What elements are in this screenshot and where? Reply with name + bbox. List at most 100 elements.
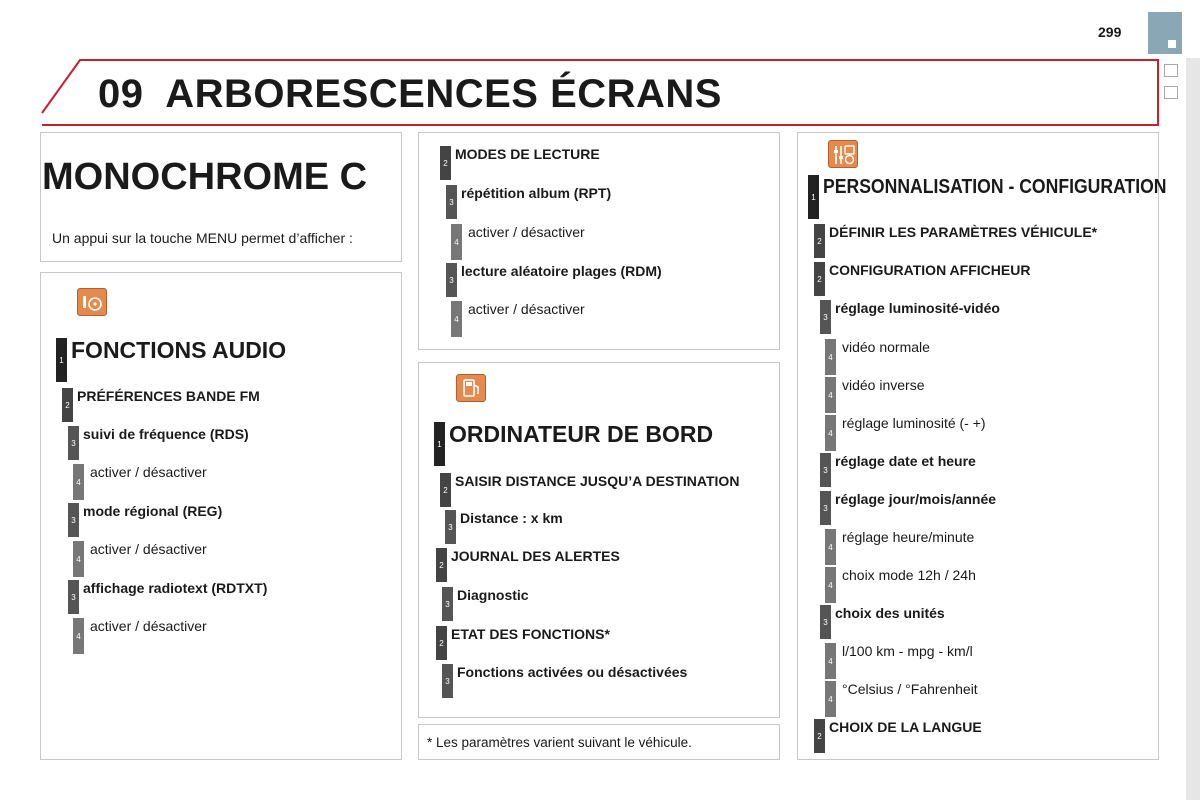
menu-item-label: réglage jour/mois/année bbox=[835, 491, 997, 507]
level-4-badge: 4 bbox=[73, 541, 84, 577]
level-3-badge: 3 bbox=[820, 300, 831, 334]
level-4-badge: 4 bbox=[73, 618, 84, 654]
level-1-badge: 1 bbox=[56, 338, 67, 382]
level-4-badge: 4 bbox=[73, 464, 84, 500]
level-2-badge: 2 bbox=[814, 719, 825, 753]
menu-item-label: activer / désactiver bbox=[90, 541, 207, 557]
menu-item-label: activer / désactiver bbox=[90, 618, 207, 634]
menu-item-label: choix mode 12h / 24h bbox=[842, 567, 976, 583]
audio-menu-item-level-4: 4 activer / désactiver bbox=[73, 618, 207, 654]
level-3-badge: 3 bbox=[446, 263, 457, 297]
menu-item-label: activer / désactiver bbox=[468, 224, 585, 240]
level-4-badge: 4 bbox=[825, 567, 836, 603]
level-2-badge: 2 bbox=[814, 262, 825, 296]
level-4-badge: 4 bbox=[825, 339, 836, 375]
level-2-badge: 2 bbox=[436, 626, 447, 660]
level-3-badge: 3 bbox=[68, 426, 79, 460]
level-2-badge: 2 bbox=[440, 473, 451, 507]
level-4-badge: 4 bbox=[451, 224, 462, 260]
monochrome-panel bbox=[40, 132, 402, 262]
level-3-badge: 3 bbox=[442, 664, 453, 698]
menu-item-label: réglage date et heure bbox=[835, 453, 976, 469]
reading-modes-panel bbox=[418, 132, 780, 350]
menu-item-label: CONFIGURATION AFFICHEUR bbox=[829, 262, 1031, 278]
level-1-badge: 1 bbox=[434, 422, 445, 466]
level-2-badge: 2 bbox=[814, 224, 825, 258]
reading-menu-item-level-4: 4 activer / désactiver bbox=[451, 301, 585, 337]
scrollbar[interactable] bbox=[1186, 58, 1200, 800]
intro-text: Un appui sur la touche MENU permet d’aff… bbox=[52, 230, 353, 246]
audio-menu-item-level-4: 4 activer / désactiver bbox=[73, 464, 207, 500]
audio-panel bbox=[40, 272, 402, 760]
menu-item-label: ORDINATEUR DE BORD bbox=[449, 421, 714, 447]
level-4-badge: 4 bbox=[825, 643, 836, 679]
menu-item-label: PRÉFÉRENCES BANDE FM bbox=[77, 388, 260, 404]
menu-item-label: répétition album (RPT) bbox=[461, 185, 612, 201]
settings-panel bbox=[797, 132, 1159, 760]
audio-menu-item-level-4: 4 activer / désactiver bbox=[73, 541, 207, 577]
level-2-badge: 2 bbox=[440, 146, 451, 180]
settings-menu-item-level-4: 4 choix mode 12h / 24h bbox=[825, 567, 976, 603]
level-2-badge: 2 bbox=[62, 388, 73, 422]
menu-item-label: JOURNAL DES ALERTES bbox=[451, 548, 620, 564]
menu-item-label: CHOIX DE LA LANGUE bbox=[829, 719, 982, 735]
title-frame bbox=[41, 59, 1159, 126]
menu-item-label: FONCTIONS AUDIO bbox=[71, 337, 287, 363]
menu-item-label: activer / désactiver bbox=[468, 301, 585, 317]
menu-item-label: activer / désactiver bbox=[90, 464, 207, 480]
fuel-pump-icon bbox=[456, 374, 486, 402]
menu-item-label: réglage luminosité-vidéo bbox=[835, 300, 1000, 316]
footnote: * Les paramètres varient suivant le véhi… bbox=[427, 735, 692, 750]
checkbox-icon[interactable] bbox=[1164, 86, 1178, 99]
level-3-badge: 3 bbox=[446, 185, 457, 219]
level-1-badge: 1 bbox=[808, 175, 819, 219]
page-number: 299 bbox=[1098, 24, 1122, 40]
menu-item-label: réglage heure/minute bbox=[842, 529, 975, 545]
page-corner-tab[interactable] bbox=[1148, 12, 1182, 54]
level-3-badge: 3 bbox=[68, 503, 79, 537]
menu-item-label: DÉFINIR LES PARAMÈTRES VÉHICULE* bbox=[829, 224, 1098, 240]
level-3-badge: 3 bbox=[820, 453, 831, 487]
menu-item-label: PERSONNALISATION - CONFIGURATION bbox=[823, 176, 1167, 198]
menu-item-label: MODES DE LECTURE bbox=[455, 146, 600, 162]
menu-item-label: °Celsius / °Fahrenheit bbox=[842, 681, 978, 697]
level-3-badge: 3 bbox=[445, 510, 456, 544]
level-3-badge: 3 bbox=[820, 605, 831, 639]
level-2-badge: 2 bbox=[436, 548, 447, 582]
chapter-title: 09 ARBORESCENCES ÉCRANS bbox=[98, 72, 722, 116]
menu-item-label: choix des unités bbox=[835, 605, 945, 621]
menu-item-label: Distance : x km bbox=[460, 510, 563, 526]
reading-menu-item-level-4: 4 activer / désactiver bbox=[451, 224, 585, 260]
level-3-badge: 3 bbox=[68, 580, 79, 614]
menu-item-label: lecture aléatoire plages (RDM) bbox=[461, 263, 662, 279]
settings-menu-item-level-4: 4°Celsius / °Fahrenheit bbox=[825, 681, 978, 717]
menu-item-label: SAISIR DISTANCE JUSQU’A DESTINATION bbox=[455, 473, 740, 489]
checkbox-icon[interactable] bbox=[1164, 64, 1178, 77]
level-4-badge: 4 bbox=[451, 301, 462, 337]
menu-item-label: Diagnostic bbox=[457, 587, 529, 603]
menu-item-label: affichage radiotext (RDTXT) bbox=[83, 580, 268, 596]
menu-item-label: ETAT DES FONCTIONS* bbox=[451, 626, 610, 642]
level-4-badge: 4 bbox=[825, 377, 836, 413]
